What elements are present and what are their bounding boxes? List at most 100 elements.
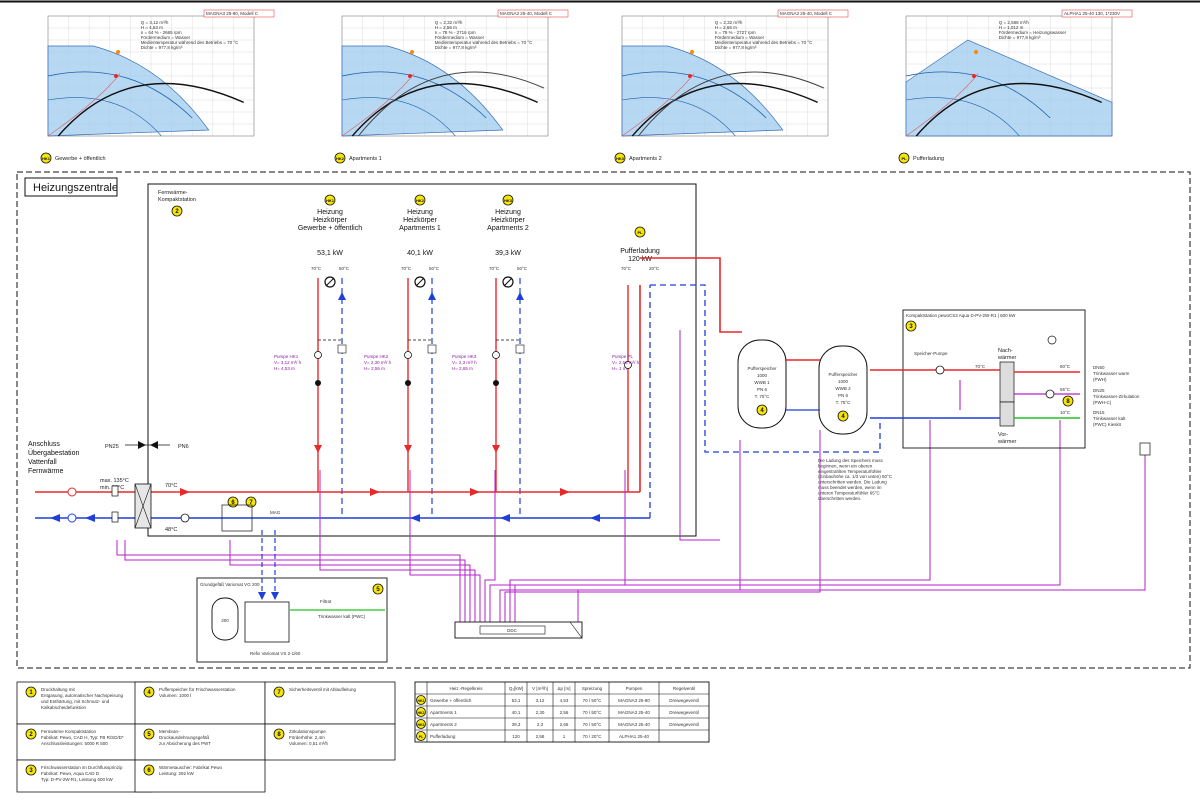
table-header: Δp [m] [557,686,570,691]
svg-text:wärmer: wärmer [997,355,1017,361]
svg-text:10°C: 10°C [1060,410,1071,415]
fw-station-title-2: Kompaktstation [158,197,196,203]
circuit-return-temp: 20°C [649,266,660,271]
legend-badge: 3 [29,768,33,774]
pump-spec: n = 64 % - 2665 rpm [141,30,182,35]
svg-text:(PWC) Kieskö: (PWC) Kieskö [1093,422,1122,427]
tank-label: WWB 1 [754,380,770,385]
circuit-supply-temp: 70°C [311,266,322,271]
legend-text: Fabrikat: Pewo, CAD H, Typ: FB R/SD/D* [41,735,124,740]
svg-text:Grundgefäß Variomat VG 200: Grundgefäß Variomat VG 200 [200,582,260,587]
legend-text: Druckausdehnungsgefäß [159,735,210,740]
table-cell: Pufferladung [430,734,456,739]
circuit-power: 53,1 kW [317,250,343,257]
svg-text:DN15: DN15 [1093,410,1105,415]
svg-text:200: 200 [221,618,229,623]
svg-text:70°C: 70°C [165,483,177,489]
table-cell: Dreiwegeventil [669,710,699,715]
table-cell: 70 / 20°C [583,734,603,739]
circuit-pump-spec: H= 1 m [612,366,627,371]
mag-label: MAG [270,510,281,515]
pump-spec: Medientemperatur während des Betriebs = … [715,40,813,45]
pump-spec: Fördermedium = Wasser [141,35,191,40]
control-wiring [116,330,1146,622]
fw-station-title-1: Fernwärme- [158,190,188,196]
circuit-title: Pufferladung [620,248,660,255]
circuit-pump-spec: Pumpe HK3 [452,354,477,359]
pump-model: MAGNA3 25-40, Modell C [780,11,833,16]
tank-badge: 4 [841,414,845,420]
legend-text: Druckhaltung mit [41,687,76,692]
table-cell: HK1 [417,699,424,703]
table-cell: 2,30 [536,710,545,715]
table-cell: 1 [563,734,566,739]
legend-text: Leistung: 292 kW [159,771,195,776]
table-cell: HK3 [417,723,424,727]
circuit-return-temp: 50°C [429,266,440,271]
district-connection: Anschluss Übergabestation Vattenfall Fer… [28,441,190,533]
circuit-return-temp: 50°C [339,266,350,271]
table-cell: 2,58 [536,734,545,739]
svg-text:Filtrat: Filtrat [320,599,332,604]
table-cell: MAGNA3 25-40 [618,710,650,715]
tank-note-line: muss beendet werden, wenn im [818,485,882,490]
pump-chart-caption: Apartments 1 [349,156,382,162]
tank-note-line: beginnen, wenn ein oberen [818,463,873,468]
pump-spec: H = 4,53 m [141,25,163,30]
svg-text:Speicher-Pumpe: Speicher-Pumpe [914,351,948,356]
pump-spec: Q = 2,588 m³/h [999,20,1030,25]
tank-label: PN 6 [838,393,849,398]
svg-text:48°C: 48°C [165,527,177,533]
legend-text: Typ: D-PV-2W-R1, Leistung 600 kW [41,777,113,782]
svg-text:Trinkwasser kalt (PWC): Trinkwasser kalt (PWC) [318,614,366,619]
pump-spec: H = 1,012 m [999,25,1024,30]
pump-model: MAGNA3 25-40, Modell C [500,11,553,16]
table-cell: Apartments 2 [430,722,457,727]
tank-label: WWB 2 [835,386,851,391]
tank-note-line: Die Ladung des Speichers muss [818,458,884,463]
pump-chart-badge [614,152,626,164]
svg-text:PN25: PN25 [105,444,119,450]
circuit-title: Heizkörper [491,217,526,224]
pump-spec: Dichte = 977,8 kg/m³ [435,45,477,50]
circuit-pump-spec: Pumpe HK2 [364,354,389,359]
svg-text:DDC: DDC [507,628,517,633]
svg-text:HK2: HK2 [336,156,345,161]
svg-text:HK1: HK1 [42,156,51,161]
legend-text: Kalkabscheidefunktion [41,705,87,710]
circuit-pump-spec: Pumpe PL [612,354,634,359]
table-cell: 2,56 [560,710,569,715]
svg-text:DN50: DN50 [1093,365,1105,370]
operating-area [621,45,784,137]
tank-badge: 4 [760,408,764,414]
table-cell: 70 / 50°C [583,722,603,727]
table-cell: MAGNA3 25-40 [618,722,650,727]
tank-label: PN 6 [757,387,768,392]
svg-text:Trinkwasser kalt: Trinkwasser kalt [1093,416,1126,421]
table-cell: 3,12 [536,698,545,703]
circuit-badge: PL [637,230,643,235]
legend-badge: 2 [29,732,33,738]
svg-text:Trinkwasser-Zirkulation: Trinkwasser-Zirkulation [1093,394,1140,399]
pump-spec: Dichte = 977,8 kg/m³ [141,45,183,50]
table-cell: MAGNA3 25-80 [618,698,650,703]
table-cell: 53,1 [512,698,521,703]
svg-text:DN25: DN25 [1093,388,1105,393]
table-cell: 120 [512,734,520,739]
circuit-supply-temp: 70°C [621,266,632,271]
svg-text:Vor-: Vor- [998,432,1008,438]
legend-text: Pufferspeicher für Frischwasserstation [159,687,236,692]
legend-text: Volumen: 0,51 m³/h [289,741,329,746]
svg-text:7: 7 [249,500,253,506]
svg-text:(PWH): (PWH) [1093,377,1107,382]
table-header: Spreizung [582,686,603,691]
svg-text:Übergabestation: Übergabestation [28,449,79,457]
table-header: Heiz.-Regelkreis [449,686,483,691]
